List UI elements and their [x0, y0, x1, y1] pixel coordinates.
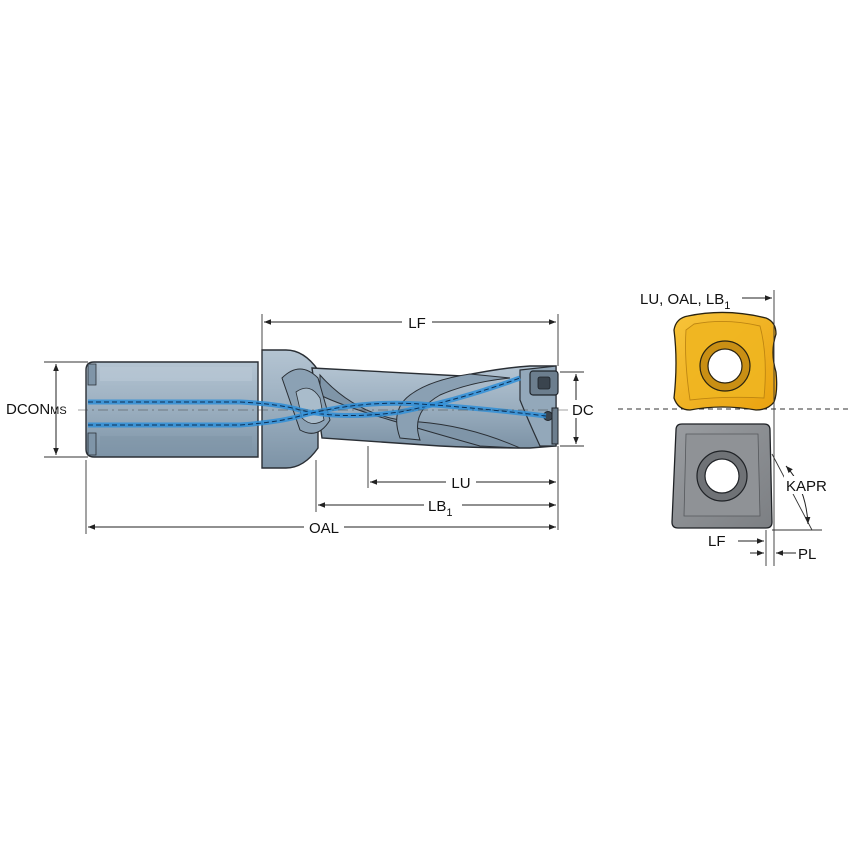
oal-label: OAL: [309, 520, 339, 537]
insert-lf-label: LF: [708, 533, 726, 550]
shank-end-flat-top: [87, 363, 97, 386]
shank: [85, 361, 259, 458]
dc-label: DC: [572, 402, 594, 419]
grey-insert: [671, 423, 773, 529]
grey-insert-hole: [704, 458, 740, 494]
flute-2: [396, 373, 511, 441]
gold-insert-hole: [707, 348, 743, 384]
lf-label: LF: [408, 315, 426, 332]
insert-lengths-label: LU, OAL, LB1: [640, 291, 730, 312]
insert-views: LU, OAL, LB1 KAPR LF PL: [618, 290, 850, 566]
pl-label: PL: [798, 546, 816, 563]
drill-dimensions: LF DCONMS DC LU LB1 OAL: [6, 312, 600, 537]
shank-highlight: [100, 367, 252, 381]
dconms-label: DCONMS: [6, 401, 67, 418]
drill-tool: [78, 349, 570, 469]
tip-insert-center: [537, 376, 551, 390]
kapr-label: KAPR: [786, 478, 827, 495]
gold-insert: [673, 311, 778, 411]
shank-shadow: [100, 436, 252, 452]
shank-end-flat-bottom: [87, 432, 97, 456]
coolant-channels: [88, 375, 547, 428]
lb1-label: LB1: [428, 498, 452, 519]
secondary-insert-edge: [551, 407, 559, 445]
lu-label: LU: [451, 475, 470, 492]
